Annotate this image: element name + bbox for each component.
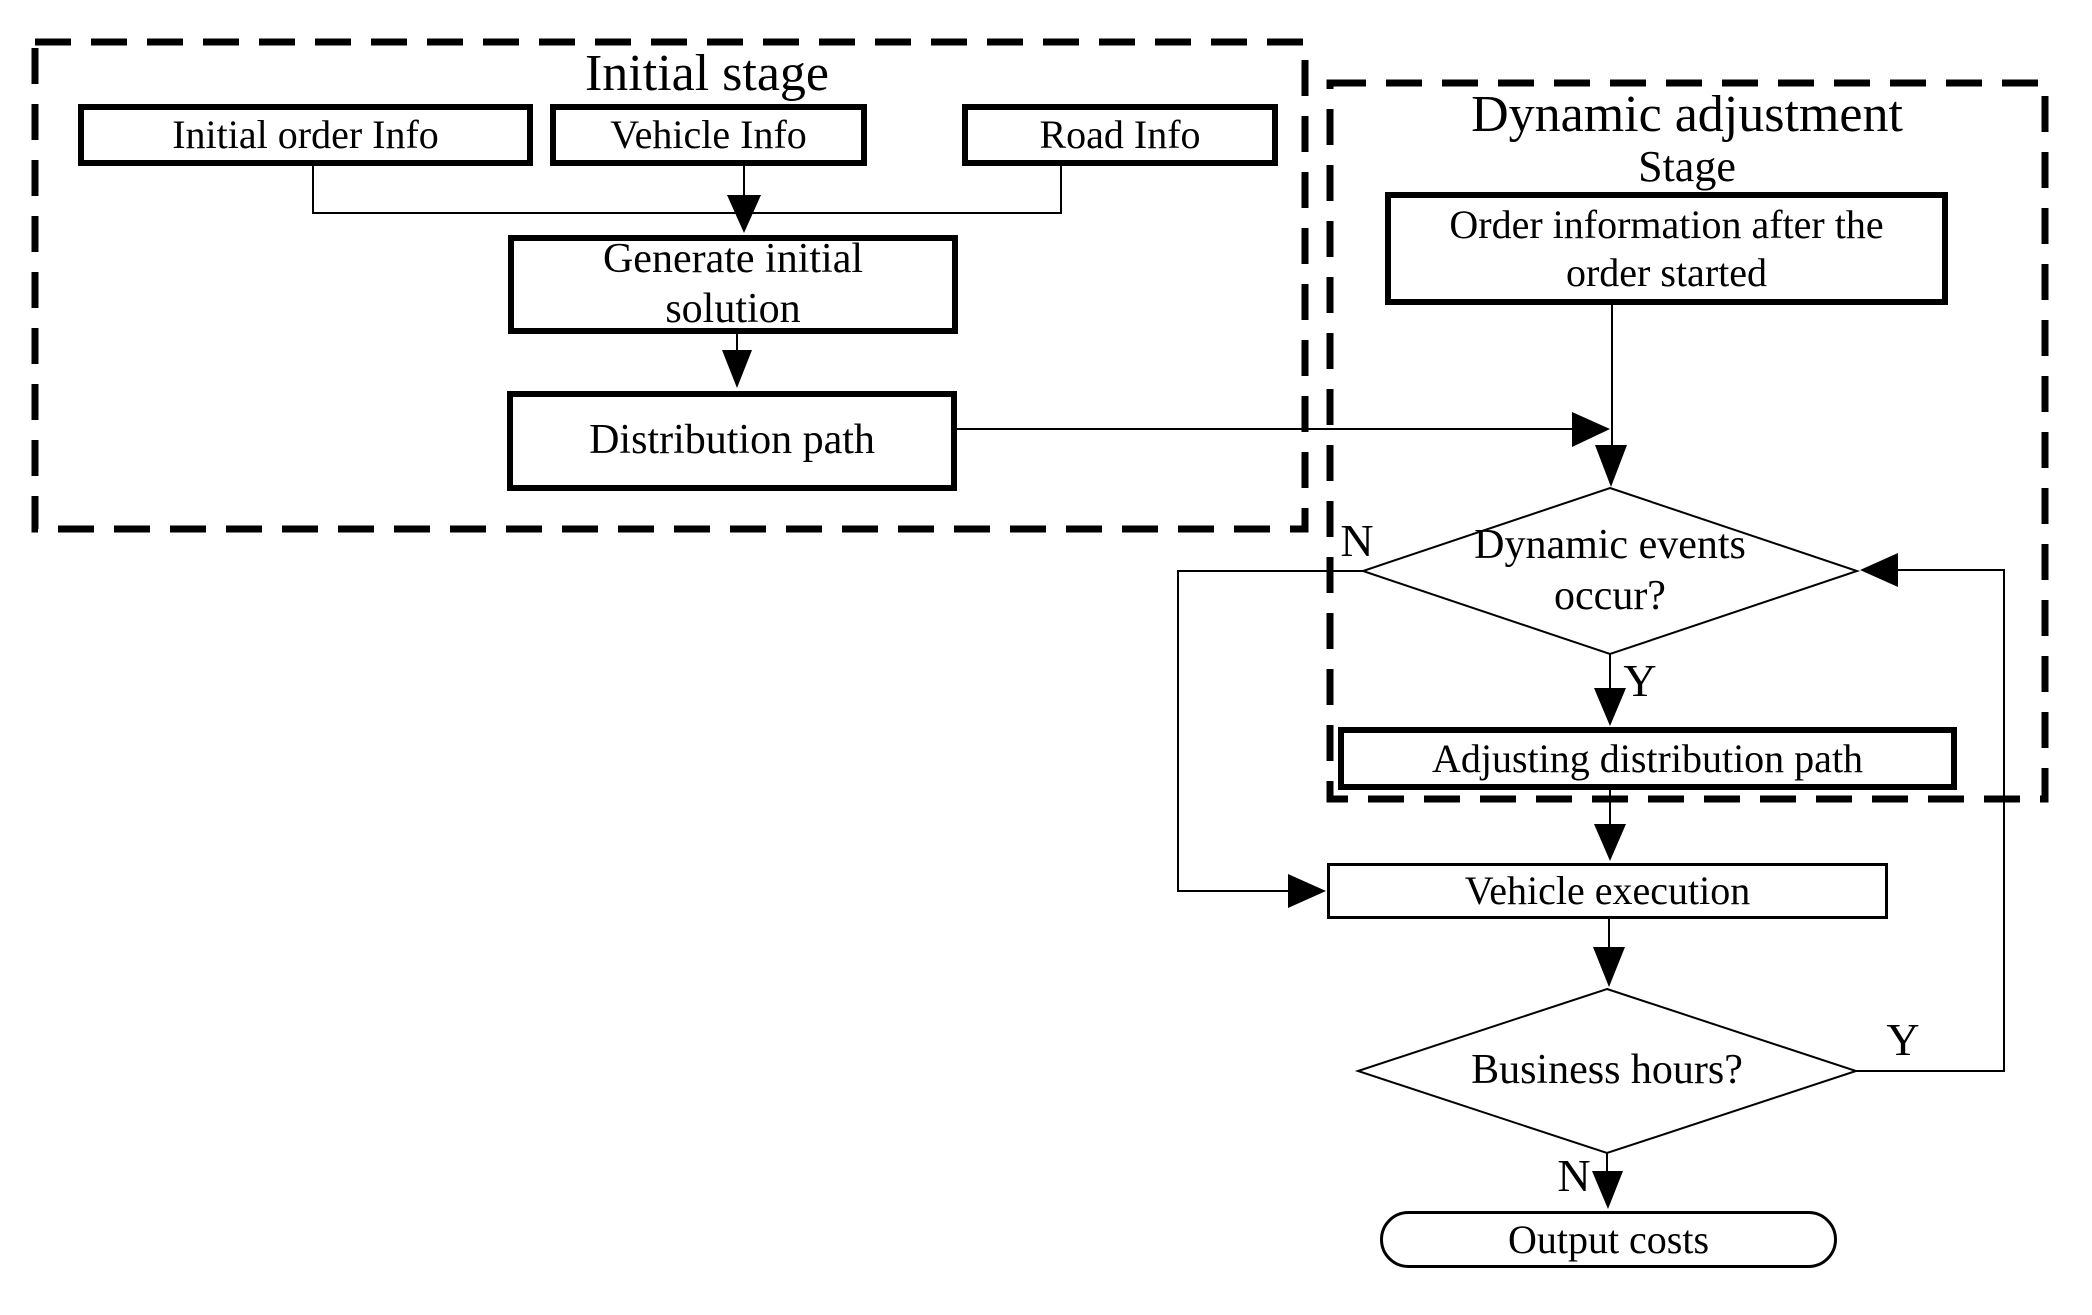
initial-stage-title-text: Initial stage: [584, 44, 830, 102]
arrowhead-into-adjusting: [1594, 688, 1626, 726]
business-hours-diamond-label: Business hours?: [1447, 1045, 1767, 1097]
node-generate-initial-solution: Generate initial solution: [508, 235, 958, 334]
arrowhead-no-loop-into-execution: [1288, 874, 1326, 908]
connector-business-yes-loop: [1856, 569, 2005, 1072]
node-vehicle-execution: Vehicle execution: [1327, 863, 1888, 919]
node-road-info: Road Info: [962, 104, 1278, 166]
dynamic-events-line1: Dynamic events: [1474, 521, 1746, 568]
arrowhead-into-distribution: [722, 350, 752, 388]
arrowhead-into-generate: [727, 195, 761, 233]
generate-label-line2: solution: [665, 285, 801, 332]
dynamic-stage-title: Dynamic adjustment Stage: [1437, 84, 1937, 194]
arrowhead-into-execution: [1594, 824, 1626, 861]
order-info-label-line2: order started: [1565, 249, 1767, 295]
arrowhead-loop-into-dynamic-events: [1860, 553, 1898, 587]
arrowhead-into-business-hours: [1593, 947, 1625, 987]
node-vehicle-info: Vehicle Info: [550, 104, 867, 166]
dynamic-stage-title-line2: Stage: [1638, 142, 1736, 192]
dynamic-events-yes-text: Y: [1623, 654, 1657, 706]
arrowhead-into-output-costs: [1592, 1171, 1623, 1209]
initial-stage-title: Initial stage: [457, 42, 957, 104]
dynamic-events-diamond-label: Dynamic events occur?: [1435, 519, 1785, 623]
road-info-label: Road Info: [1039, 112, 1201, 158]
vehicle-info-label: Vehicle Info: [610, 112, 807, 158]
node-order-information: Order information after the order starte…: [1385, 192, 1948, 305]
initial-stage-frame: [31, 38, 1309, 533]
business-hours-no-text: N: [1557, 1149, 1591, 1201]
label-dynamic-events-yes: Y: [1617, 653, 1663, 707]
connector-dynamic-events-no-loop: [1177, 570, 1363, 892]
arrowhead-junction-right: [1572, 412, 1610, 447]
label-dynamic-events-no: N: [1332, 513, 1382, 567]
order-info-label-line1: Order information after the: [1449, 202, 1884, 248]
generate-label-line1: Generate initial: [602, 235, 864, 282]
dynamic-events-line2: occur?: [1554, 573, 1666, 619]
node-output-costs: Output costs: [1380, 1211, 1837, 1268]
dynamic-stage-title-line1: Dynamic adjustment: [1471, 86, 1903, 144]
business-hours-label: Business hours?: [1471, 1047, 1743, 1094]
vehicle-execution-label: Vehicle execution: [1464, 868, 1751, 914]
node-adjusting-distribution-path: Adjusting distribution path: [1338, 727, 1957, 790]
arrowhead-into-dynamic-events: [1595, 445, 1627, 487]
business-hours-yes-text: Y: [1886, 1013, 1920, 1065]
label-business-hours-no: N: [1551, 1148, 1597, 1202]
distribution-path-label: Distribution path: [589, 417, 875, 464]
output-costs-label: Output costs: [1507, 1216, 1710, 1262]
adjusting-label: Adjusting distribution path: [1431, 735, 1864, 781]
node-distribution-path: Distribution path: [507, 391, 957, 491]
dynamic-events-no-text: N: [1340, 514, 1374, 566]
label-business-hours-yes: Y: [1880, 1012, 1926, 1066]
initial-order-info-label: Initial order Info: [172, 112, 439, 158]
node-initial-order-info: Initial order Info: [78, 104, 533, 166]
dynamic-stage-frame: [1326, 79, 2049, 803]
